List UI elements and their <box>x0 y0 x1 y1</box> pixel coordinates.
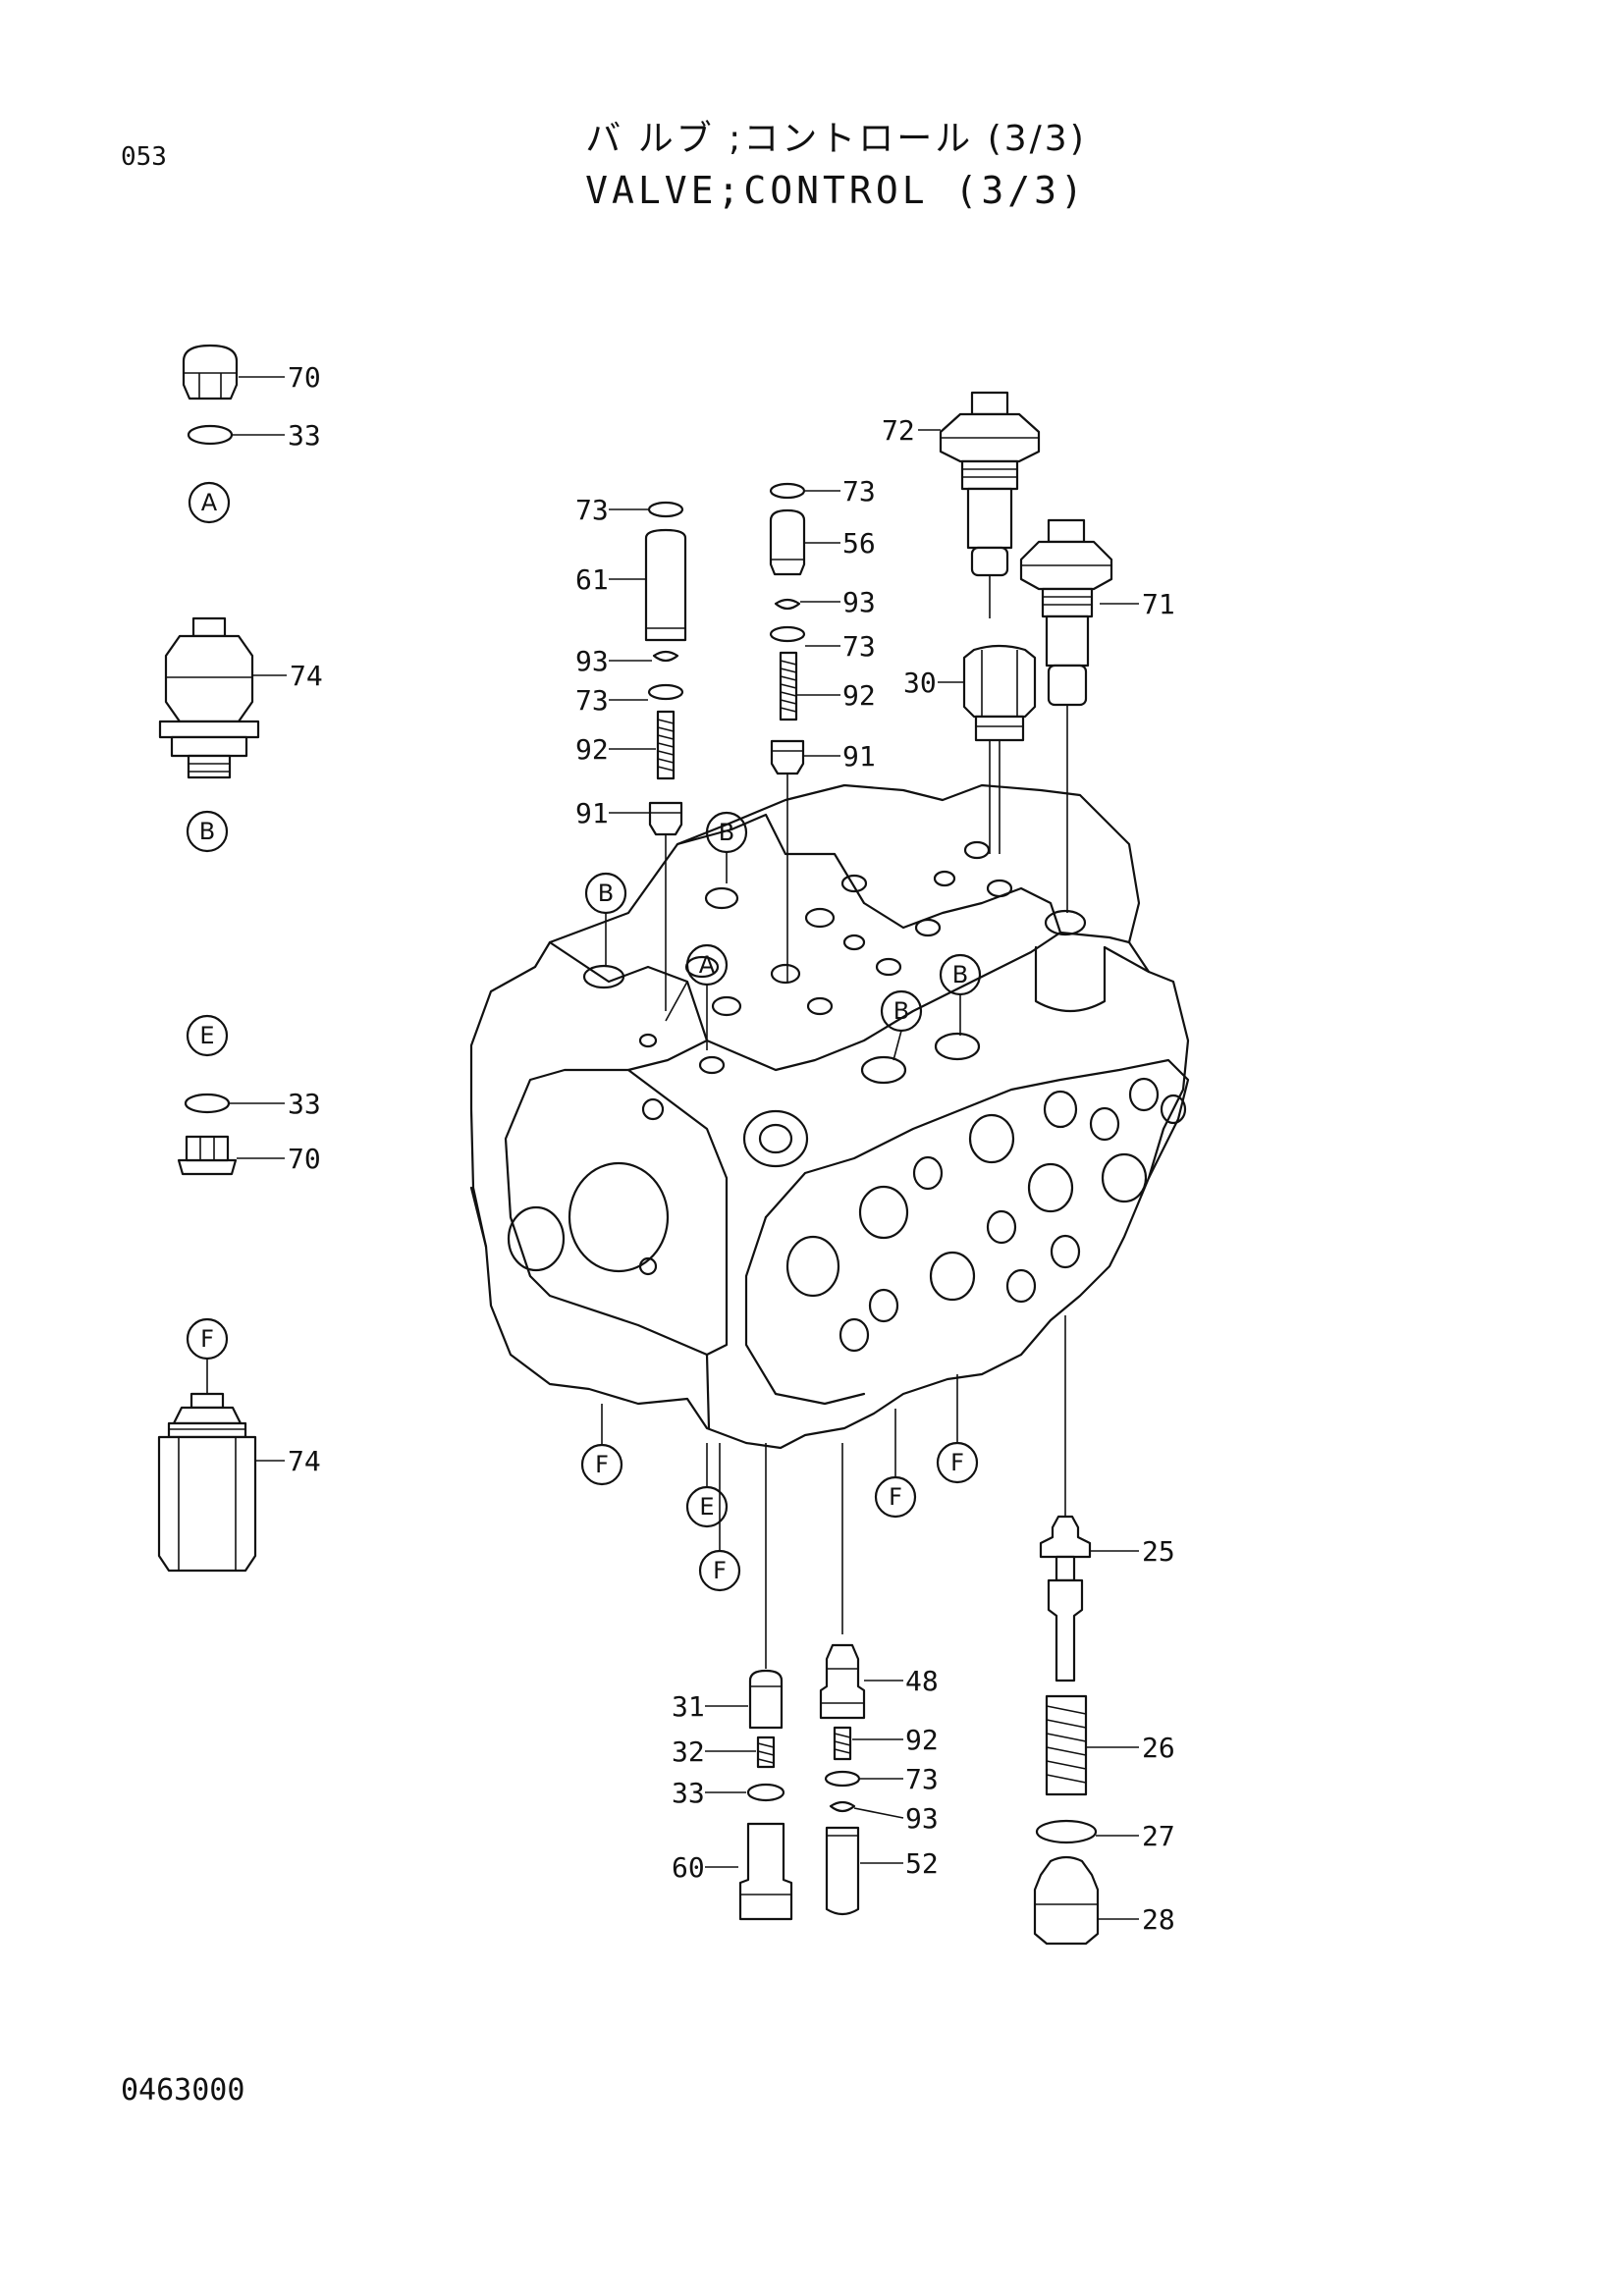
reference-bubble-label: E <box>199 1022 214 1049</box>
reference-bubble-label: F <box>713 1557 727 1584</box>
callout-73: 73 <box>575 494 609 526</box>
callout-74: 74 <box>290 660 323 692</box>
reference-bubble-label: B <box>199 818 215 845</box>
callout-73: 73 <box>842 630 876 663</box>
callout-33: 33 <box>288 1088 321 1120</box>
port-holes <box>785 1077 1187 1353</box>
callout-32: 32 <box>672 1735 705 1768</box>
callout-74: 74 <box>288 1445 321 1477</box>
callout-92: 92 <box>575 733 609 766</box>
reference-bubble-label: A <box>699 951 716 979</box>
callout-25: 25 <box>1142 1535 1175 1568</box>
spring-part-92 <box>779 651 798 721</box>
callout-73: 73 <box>575 684 609 717</box>
title-english: VALVE;CONTROL (3/3) <box>585 169 1087 212</box>
callout-30: 30 <box>903 667 937 699</box>
reference-bubble-label: F <box>200 1325 214 1353</box>
spring-part-92 <box>656 710 676 780</box>
callout-33: 33 <box>288 419 321 452</box>
callout-31: 31 <box>672 1690 705 1723</box>
reference-bubble-label: B <box>952 961 968 988</box>
top-face-holes <box>582 840 1087 1085</box>
callout-93: 93 <box>905 1802 939 1835</box>
callout-48: 48 <box>905 1665 939 1697</box>
reference-bubble <box>186 810 229 853</box>
callout-26: 26 <box>1142 1732 1175 1764</box>
callout-33: 33 <box>672 1777 705 1809</box>
callout-91: 91 <box>575 797 609 829</box>
part-stack-28 <box>1033 1515 1100 1946</box>
callout-92: 92 <box>842 679 876 712</box>
callout-60: 60 <box>672 1851 705 1884</box>
spring-part-92 <box>833 1726 852 1761</box>
document-number: 0463000 <box>121 2073 245 2108</box>
reference-bubble <box>874 1475 917 1519</box>
callout-93: 93 <box>842 586 876 618</box>
reference-bubble-label: F <box>889 1483 902 1511</box>
reference-bubble-label: B <box>598 880 614 907</box>
callout-27: 27 <box>1142 1820 1175 1852</box>
callout-61: 61 <box>575 563 609 596</box>
reference-bubble-label: F <box>950 1449 964 1476</box>
callout-73: 73 <box>842 475 876 507</box>
reference-bubble <box>685 1485 729 1528</box>
reference-bubble-label: F <box>595 1451 609 1478</box>
callout-52: 52 <box>905 1847 939 1880</box>
reference-bubble-label: E <box>699 1493 714 1521</box>
plug-part-70-top <box>182 344 239 400</box>
reference-bubble-label: A <box>201 489 218 516</box>
spring-part-26 <box>1045 1694 1088 1796</box>
part-stack-60 <box>738 1669 793 1921</box>
o-ring-part-33 <box>187 424 234 446</box>
callout-93: 93 <box>575 645 609 677</box>
plug-part-70-bottom <box>177 1135 238 1176</box>
reference-bubble-label: B <box>719 819 734 846</box>
pressure-switch-part-74-top <box>158 616 260 779</box>
spring-part-32 <box>756 1735 776 1769</box>
relief-valve-part-71 <box>1019 518 1113 913</box>
callout-70: 70 <box>288 361 321 394</box>
callout-73: 73 <box>905 1763 939 1795</box>
reference-bubble-label: B <box>893 997 909 1025</box>
callout-28: 28 <box>1142 1903 1175 1936</box>
reference-bubble <box>936 1441 979 1484</box>
callout-56: 56 <box>842 527 876 560</box>
control-valve-body <box>469 783 1190 1450</box>
relief-valve-part-72 <box>939 391 1041 618</box>
plug-part-30 <box>962 644 1037 854</box>
callout-71: 71 <box>1142 588 1175 620</box>
pressure-switch-part-74-bottom <box>157 1392 257 1573</box>
reference-bubble <box>580 1443 623 1486</box>
callout-91: 91 <box>842 740 876 773</box>
reference-bubble <box>188 481 231 524</box>
callout-92: 92 <box>905 1724 939 1756</box>
callout-70: 70 <box>288 1143 321 1175</box>
callout-72: 72 <box>882 414 915 447</box>
title-japanese: バ ルブ ;コントロール (3/3) <box>585 119 1087 159</box>
part-stack-52 <box>819 1643 866 1916</box>
reference-bubble <box>698 1549 741 1592</box>
part-stack-56 <box>769 482 806 982</box>
o-ring-part-33 <box>184 1093 231 1114</box>
page-number: 053 <box>121 142 167 172</box>
reference-bubble <box>186 1014 229 1057</box>
part-stack-61 <box>644 501 687 1011</box>
